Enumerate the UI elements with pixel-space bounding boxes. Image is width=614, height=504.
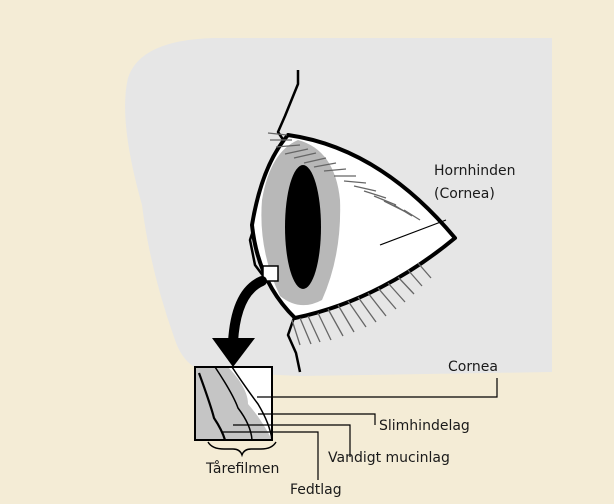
label-cornea: Cornea xyxy=(448,359,498,375)
label-cornea-main-line1: Hornhinden xyxy=(434,163,515,179)
label-aqueous-mucin-layer: Vandigt mucinlag xyxy=(328,450,450,466)
label-tear-film: Tårefilmen xyxy=(205,460,279,477)
pupil xyxy=(285,165,321,289)
label-lipid-layer: Fedtlag xyxy=(290,482,342,498)
label-cornea-main-line2: (Cornea) xyxy=(434,186,495,202)
label-mucous-layer: Slimhindelag xyxy=(379,418,470,434)
tear-film-inset xyxy=(195,367,272,440)
